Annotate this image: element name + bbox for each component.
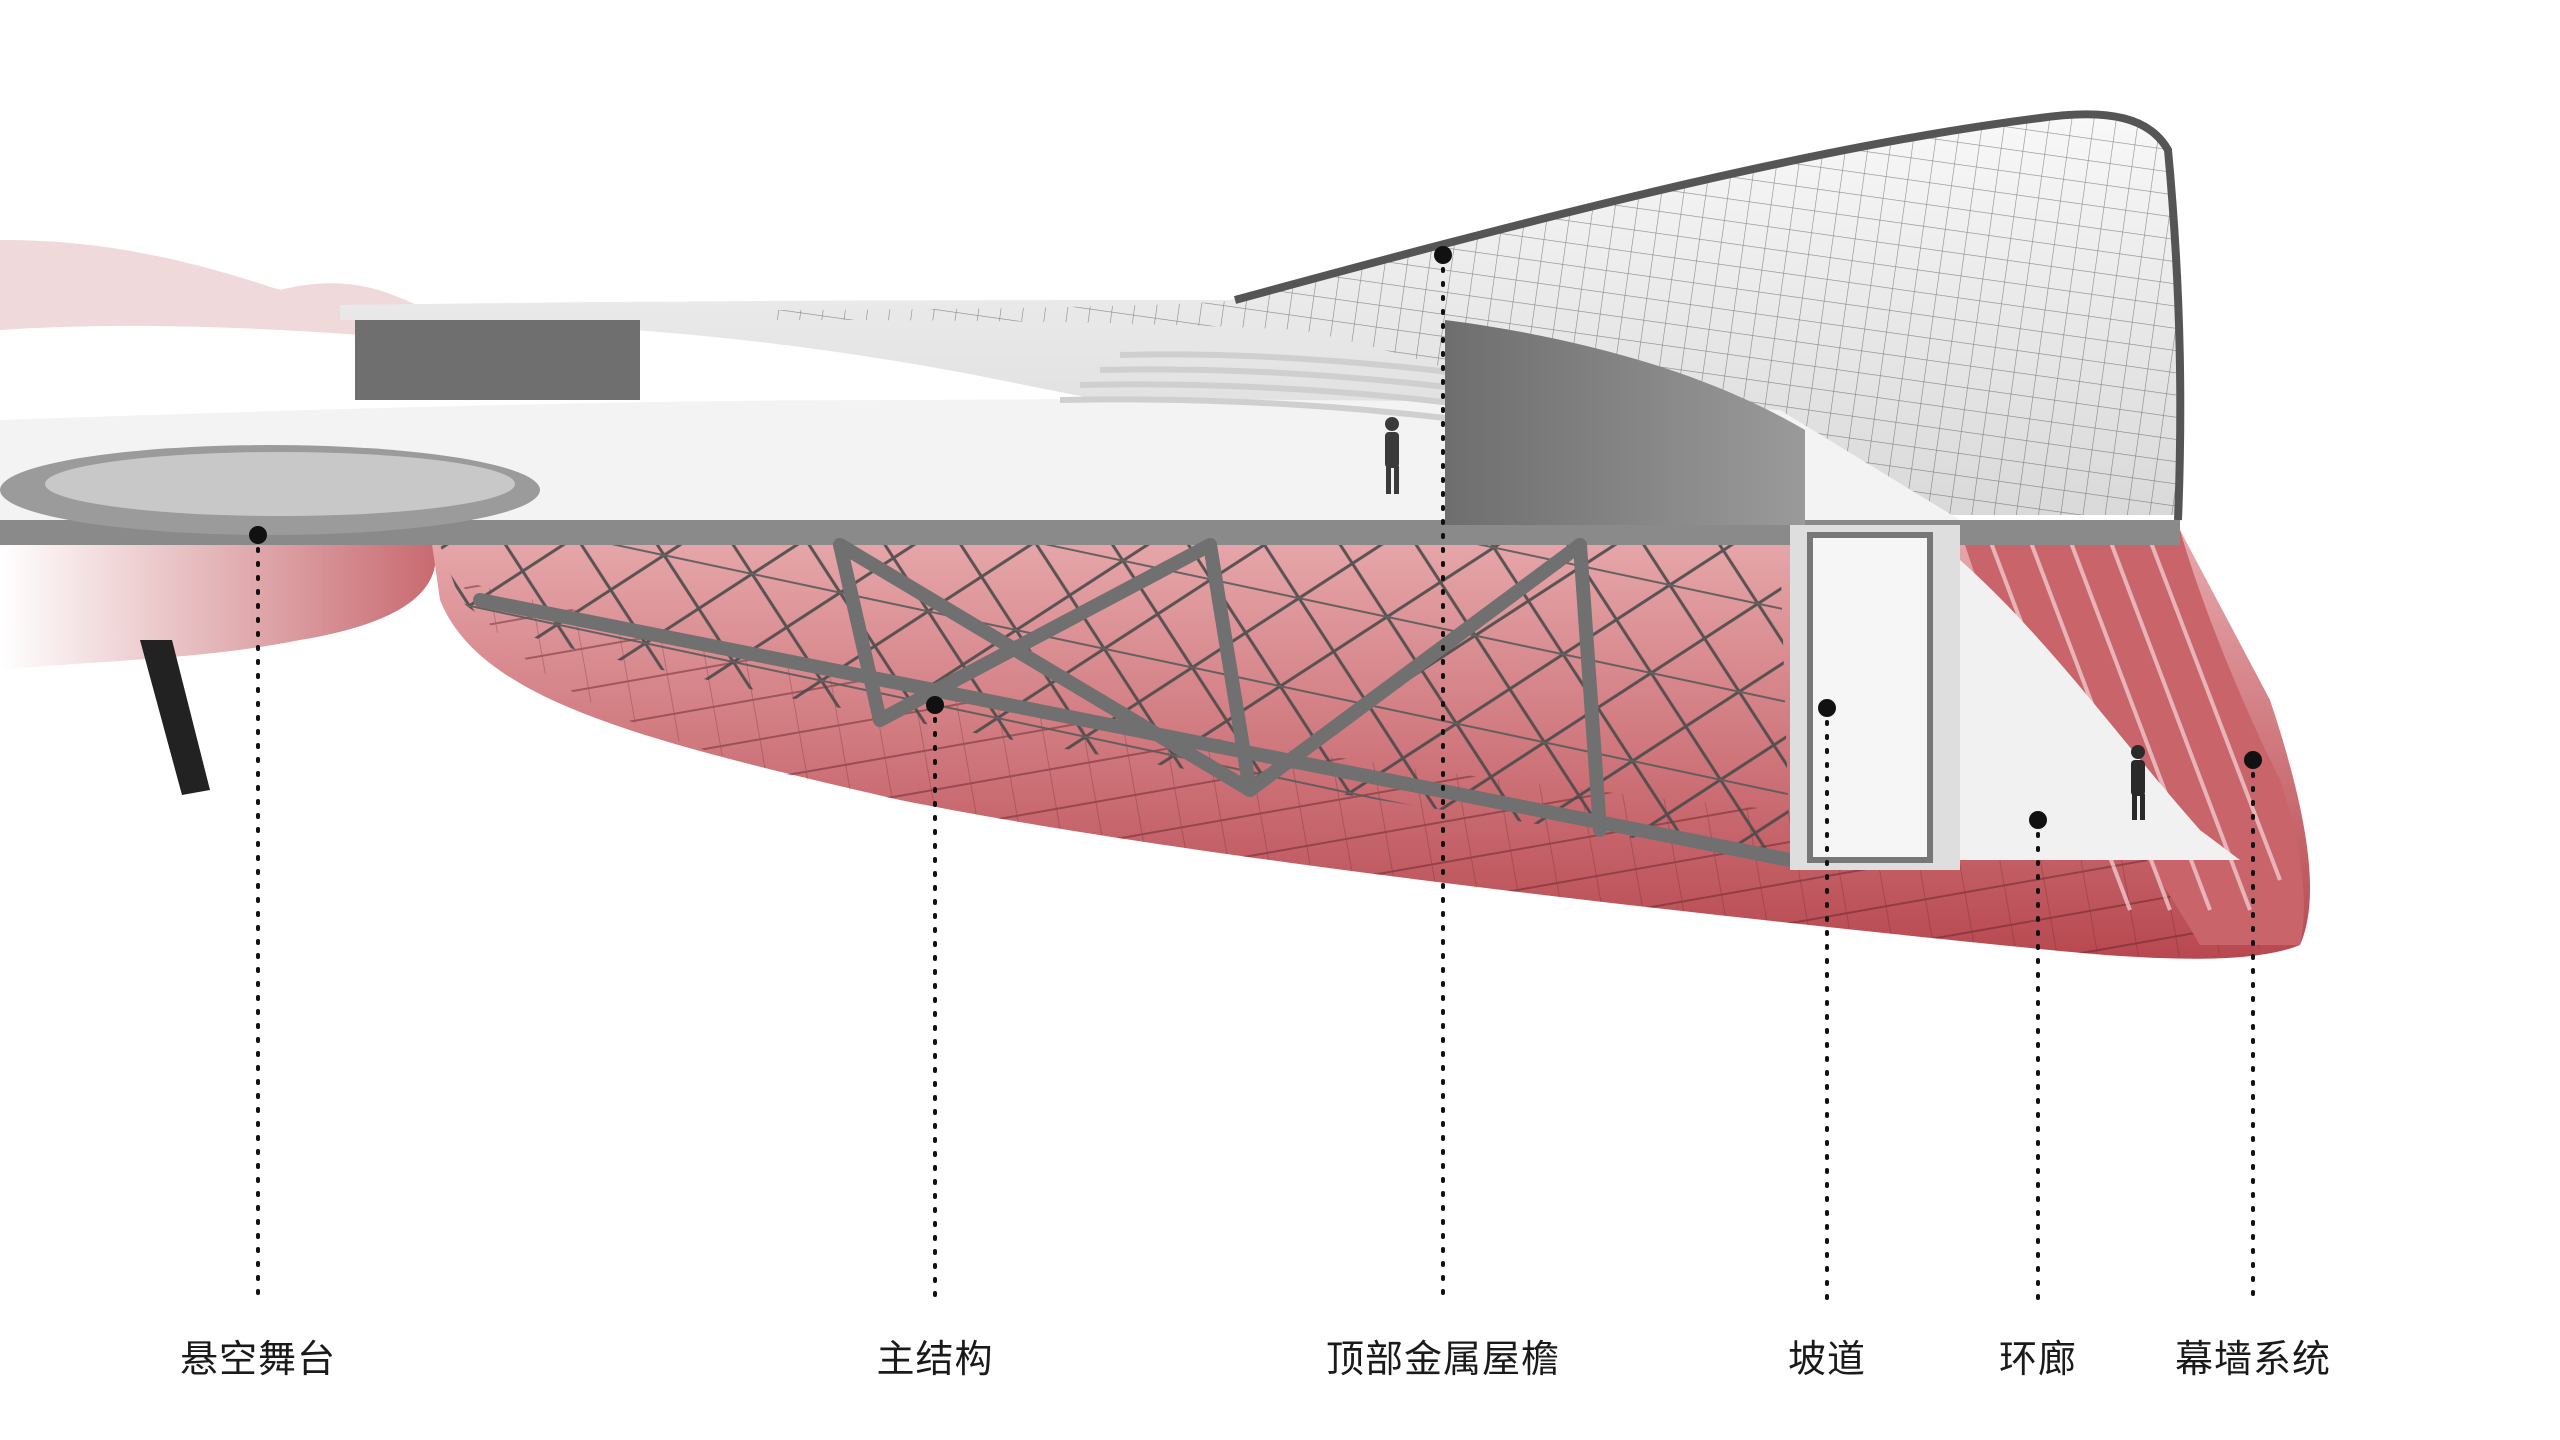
support-column [140,640,210,795]
label-suspended-stage: 悬空舞台 [179,1337,337,1381]
ramp-shaft [1807,532,1933,863]
truss-members [473,538,1797,867]
leader-dot-suspended-stage [249,526,267,544]
corridor-floor [1960,560,2240,860]
roof-mesh [760,116,2178,515]
person-figure-corridor [2131,745,2145,820]
leader-dot-curtain-wall [2244,751,2262,769]
roof-edge-trim [1233,110,2185,521]
partition-wall [1445,320,1805,525]
label-ramp: 坡道 [1787,1337,1867,1381]
deck-edge [0,520,2180,545]
left-wing-shell [0,240,430,340]
left-deck-underside [0,530,436,670]
label-main-structure: 主结构 [876,1337,994,1381]
leader-dot-ramp [1818,699,1836,717]
label-top-metal-eave: 顶部金属屋檐 [1325,1337,1561,1381]
label-corridor: 环廊 [1998,1337,2078,1381]
person-figure-deck [1385,417,1399,494]
back-wall-left [355,320,640,400]
leader-lines [256,253,2255,1302]
suspended-stage-top [45,452,515,516]
label-curtain-wall: 幕墙系统 [2174,1337,2332,1381]
leader-dot-corridor [2029,811,2047,829]
leader-dots [249,246,2262,829]
leader-dot-main-structure [926,696,944,714]
leader-dot-top-metal-eave [1434,246,1452,264]
curtain-wall-surface [1960,530,2304,945]
